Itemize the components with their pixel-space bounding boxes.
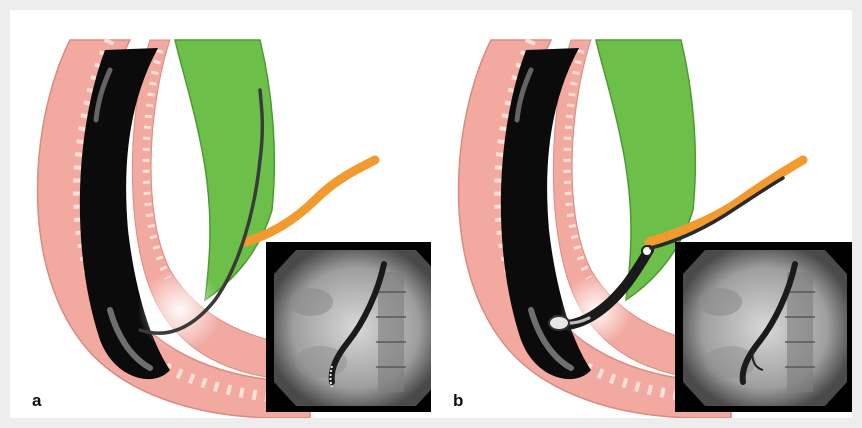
fluoroscopy-inset-b — [675, 242, 852, 412]
fluoroscopy-inset-a — [266, 242, 431, 412]
panel-b: b — [431, 10, 852, 418]
panel-a: a — [10, 10, 431, 418]
panel-label-b: b — [453, 392, 463, 409]
fluoroscopy-image-a — [266, 242, 431, 412]
fluoroscopy-image-b — [675, 242, 852, 412]
figure-frame: a — [10, 10, 852, 418]
panel-label-a: a — [32, 392, 41, 409]
